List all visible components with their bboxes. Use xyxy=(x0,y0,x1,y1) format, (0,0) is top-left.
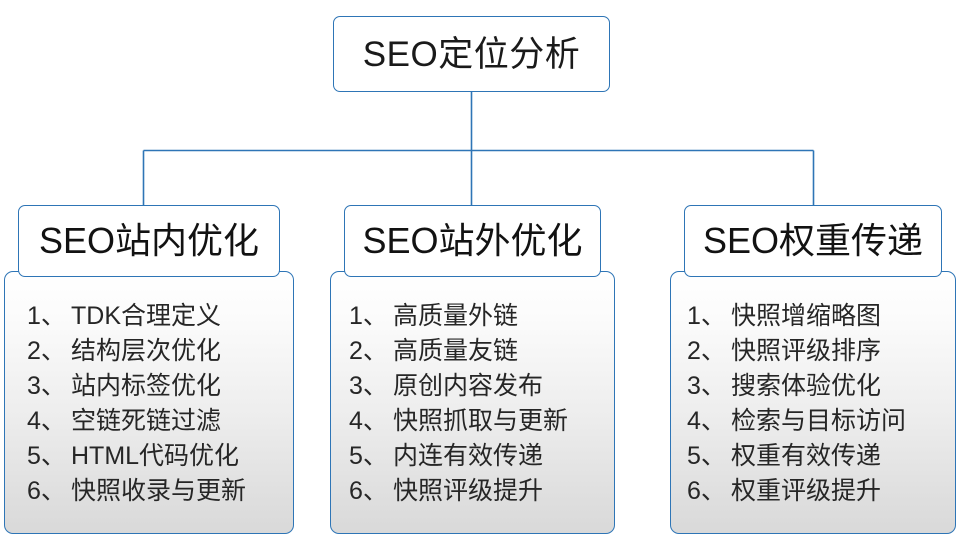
list-item-text: 检索与目标访问 xyxy=(731,407,907,435)
list-item[interactable]: 3、 站内标签优化 xyxy=(27,369,293,404)
list-item-number: 6、 xyxy=(27,477,66,505)
list-item-number: 6、 xyxy=(349,477,388,505)
list-item-text: 快照收录与更新 xyxy=(71,477,247,505)
branch-panel-1: 1、 TDK合理定义 2、 结构层次优化 3、 站内标签优化 4、 空链死链过滤… xyxy=(4,271,294,534)
list-item[interactable]: 6、 快照收录与更新 xyxy=(27,474,293,509)
branch-panel-2: 1、 高质量外链 2、 高质量友链 3、 原创内容发布 4、 快照抓取与更新 5… xyxy=(330,271,615,534)
list-item-text: 搜索体验优化 xyxy=(731,372,882,400)
list-item-text: 站内标签优化 xyxy=(71,372,222,400)
list-item[interactable]: 4、 检索与目标访问 xyxy=(687,404,955,439)
branch-item-list-1: 1、 TDK合理定义 2、 结构层次优化 3、 站内标签优化 4、 空链死链过滤… xyxy=(5,299,293,509)
list-item[interactable]: 5、 HTML代码优化 xyxy=(27,439,293,474)
list-item-number: 2、 xyxy=(687,337,726,365)
list-item[interactable]: 3、 原创内容发布 xyxy=(349,369,614,404)
list-item-text: 结构层次优化 xyxy=(71,337,222,365)
list-item[interactable]: 2、 结构层次优化 xyxy=(27,334,293,369)
list-item-text: 内连有效传递 xyxy=(393,442,544,470)
list-item-text: 原创内容发布 xyxy=(393,372,544,400)
list-item-number: 5、 xyxy=(687,442,726,470)
list-item[interactable]: 6、 权重评级提升 xyxy=(687,474,955,509)
list-item-text: 快照增缩略图 xyxy=(731,302,882,330)
list-item-number: 1、 xyxy=(687,302,726,330)
list-item[interactable]: 1、 快照增缩略图 xyxy=(687,299,955,334)
list-item-text: 空链死链过滤 xyxy=(71,407,222,435)
list-item[interactable]: 6、 快照评级提升 xyxy=(349,474,614,509)
root-node[interactable]: SEO定位分析 xyxy=(333,16,610,92)
list-item-text: 快照抓取与更新 xyxy=(393,407,569,435)
branch-header-label: SEO站外优化 xyxy=(362,220,583,261)
branch-header-2[interactable]: SEO站外优化 xyxy=(344,205,601,277)
list-item[interactable]: 5、 权重有效传递 xyxy=(687,439,955,474)
branch-column-3: SEO权重传递 1、 快照增缩略图 2、 快照评级排序 3、 搜索体验优化 4、 xyxy=(670,205,956,535)
list-item-number: 5、 xyxy=(27,442,66,470)
branch-item-list-2: 1、 高质量外链 2、 高质量友链 3、 原创内容发布 4、 快照抓取与更新 5… xyxy=(331,299,614,509)
branch-header-1[interactable]: SEO站内优化 xyxy=(18,205,280,277)
branch-header-3[interactable]: SEO权重传递 xyxy=(684,205,942,277)
list-item-text: 高质量友链 xyxy=(393,337,519,365)
list-item-number: 1、 xyxy=(349,302,388,330)
list-item[interactable]: 5、 内连有效传递 xyxy=(349,439,614,474)
list-item-text: 权重评级提升 xyxy=(731,477,882,505)
branch-column-1: SEO站内优化 1、 TDK合理定义 2、 结构层次优化 3、 站内标签优化 4… xyxy=(4,205,294,535)
list-item-number: 4、 xyxy=(687,407,726,435)
list-item[interactable]: 1、 TDK合理定义 xyxy=(27,299,293,334)
list-item[interactable]: 2、 快照评级排序 xyxy=(687,334,955,369)
branch-header-label: SEO权重传递 xyxy=(702,220,924,261)
list-item-number: 2、 xyxy=(349,337,388,365)
list-item-text: 快照评级排序 xyxy=(731,337,882,365)
list-item-number: 4、 xyxy=(27,407,66,435)
list-item-text: 权重有效传递 xyxy=(731,442,882,470)
root-node-label: SEO定位分析 xyxy=(362,34,581,74)
branch-panel-3: 1、 快照增缩略图 2、 快照评级排序 3、 搜索体验优化 4、 检索与目标访问… xyxy=(670,271,956,534)
list-item[interactable]: 2、 高质量友链 xyxy=(349,334,614,369)
list-item[interactable]: 4、 快照抓取与更新 xyxy=(349,404,614,439)
list-item-number: 4、 xyxy=(349,407,388,435)
list-item-number: 1、 xyxy=(27,302,66,330)
list-item-number: 5、 xyxy=(349,442,388,470)
list-item[interactable]: 3、 搜索体验优化 xyxy=(687,369,955,404)
list-item[interactable]: 4、 空链死链过滤 xyxy=(27,404,293,439)
list-item-text: 快照评级提升 xyxy=(393,477,544,505)
list-item-number: 3、 xyxy=(349,372,388,400)
list-item-number: 6、 xyxy=(687,477,726,505)
branch-column-2: SEO站外优化 1、 高质量外链 2、 高质量友链 3、 原创内容发布 4、 快 xyxy=(330,205,615,535)
list-item-number: 3、 xyxy=(27,372,66,400)
list-item-number: 2、 xyxy=(27,337,66,365)
list-item-text: HTML代码优化 xyxy=(71,442,240,470)
list-item-text: TDK合理定义 xyxy=(71,302,222,330)
branch-item-list-3: 1、 快照增缩略图 2、 快照评级排序 3、 搜索体验优化 4、 检索与目标访问… xyxy=(671,299,955,509)
list-item[interactable]: 1、 高质量外链 xyxy=(349,299,614,334)
list-item-text: 高质量外链 xyxy=(393,302,519,330)
list-item-number: 3、 xyxy=(687,372,726,400)
branch-header-label: SEO站内优化 xyxy=(38,220,260,261)
